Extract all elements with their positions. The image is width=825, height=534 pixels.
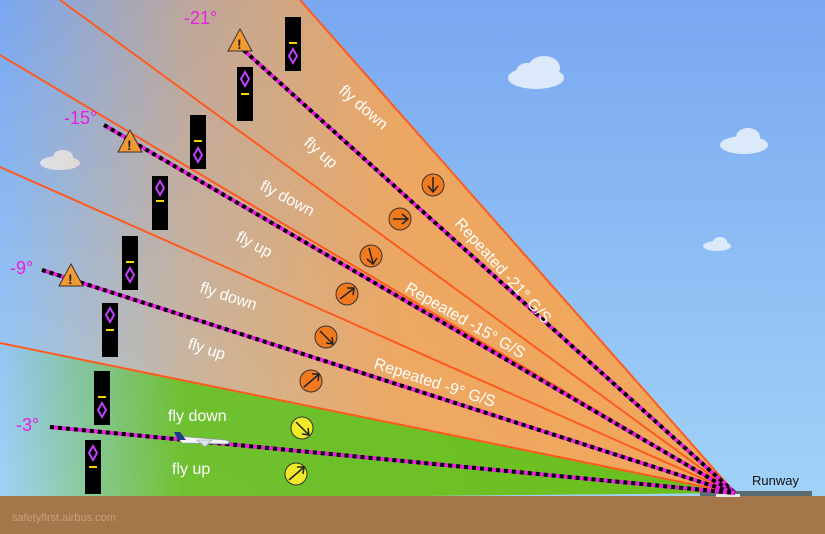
warning-icon: ! (58, 262, 84, 287)
arrow-right-icon (388, 207, 412, 231)
arrow-up-right-icon (284, 462, 308, 486)
arrow-down-right-icon (290, 416, 314, 440)
glide-path-9 (41, 268, 736, 495)
aircraft-icon (174, 432, 230, 448)
angle-label-3: -3° (16, 415, 39, 435)
angle-label-15: -15° (64, 108, 97, 128)
ils-indicator-fly-down (94, 371, 110, 425)
ils-indicator-fly-up (237, 67, 253, 121)
ils-indicator-fly-down (190, 115, 206, 169)
runway-label: Runway (752, 473, 799, 488)
arrow-down-icon (421, 173, 445, 197)
ils-indicator-fly-up (85, 440, 101, 494)
arrow-up-right-icon (335, 282, 359, 306)
zone-label-fly-down-3: fly down (168, 408, 227, 425)
angle-label-21: -21° (184, 8, 217, 28)
boundary-lines (0, 0, 736, 494)
warning-icon: ! (227, 27, 253, 52)
glide-path-3 (49, 425, 736, 495)
ils-indicator-fly-up (152, 176, 168, 230)
cloud-icon (720, 128, 768, 154)
cloud-icon (703, 237, 731, 251)
glide-path-15 (102, 123, 737, 495)
ils-indicator-fly-down (285, 17, 301, 71)
glide-path-21 (236, 43, 737, 495)
zone-label-fly-up-3: fly up (172, 461, 210, 478)
svg-text:!: ! (127, 137, 132, 153)
angle-label-9: -9° (10, 258, 33, 278)
arrow-down-right-icon (314, 325, 338, 349)
runway-strip (700, 491, 812, 496)
ils-indicator-fly-down (122, 236, 138, 290)
svg-text:!: ! (68, 271, 73, 287)
ils-indicator-fly-up (102, 303, 118, 357)
arrow-down-icon (359, 244, 383, 268)
runway-threshold (716, 494, 740, 497)
footer-credit: safetyfirst.airbus.com (12, 512, 116, 524)
svg-text:!: ! (237, 36, 242, 52)
arrow-up-right-icon (299, 369, 323, 393)
warning-icon: ! (117, 128, 143, 153)
ground (0, 496, 825, 534)
correct-glide-zone (0, 343, 735, 500)
cloud-icon (508, 56, 564, 89)
